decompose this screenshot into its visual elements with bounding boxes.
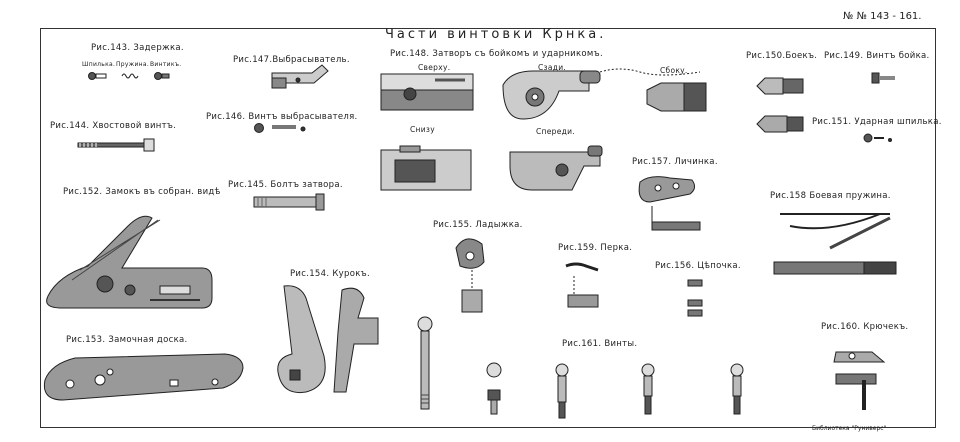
caption-fig155: Рис.155. Ладыжка.	[433, 220, 523, 230]
caption-fig148-back: Сзади.	[538, 63, 567, 72]
caption-fig159: Рис.159. Перка.	[558, 243, 633, 253]
caption-fig157: Рис.157. Личинка.	[632, 157, 718, 167]
caption-fig152: Рис.152. Замокъ въ собран. видѣ	[63, 187, 221, 197]
screw-4-drawing	[641, 363, 655, 415]
tumbler-drawing	[455, 238, 485, 313]
caption-fig143-pin: Шпилька.	[82, 61, 116, 68]
hammer-drawing	[277, 285, 379, 394]
tail-screw-drawing	[77, 138, 155, 152]
breech-plug-drawing	[638, 176, 701, 231]
screw-2-drawing	[486, 362, 502, 415]
caption-fig151: Рис.151. Ударная шпилька.	[812, 117, 942, 127]
detent-spring-drawing	[121, 73, 139, 79]
caption-fig148-bottom: Снизу	[410, 125, 435, 134]
caption-fig161: Рис.161. Винты.	[562, 339, 638, 349]
extractor-screw-drawing	[254, 123, 306, 133]
caption-fig144: Рис.144. Хвостовой винтъ.	[50, 121, 177, 131]
caption-fig160: Рис.160. Крючекъ.	[821, 322, 909, 332]
caption-fig156: Рис.156. Цѣпочка.	[655, 261, 741, 271]
caption-fig150: Рис.150.Боекъ.	[746, 51, 818, 61]
breech-top-view-drawing	[380, 73, 474, 111]
caption-fig143-spring: Пружина.	[116, 61, 150, 68]
caption-fig149: Рис.149. Винтъ бойка.	[824, 51, 930, 61]
caption-fig148-top: Сверху.	[418, 63, 451, 72]
caption-fig143-screw: Винтикъ.	[150, 61, 182, 68]
firing-pin-screw-drawing	[871, 72, 895, 84]
caption-fig148-front: Спереди.	[536, 127, 575, 136]
extractor-drawing	[271, 64, 329, 89]
breech-front-view-drawing	[509, 145, 603, 191]
mainspring-drawing	[773, 213, 897, 275]
caption-fig145: Рис.145. Болтъ затвора.	[228, 180, 343, 190]
breech-bolt-drawing	[253, 193, 325, 211]
caption-fig143: Рис.143. Задержка.	[91, 43, 184, 53]
library-stamp: Библиотека "Руниверс"	[812, 425, 887, 432]
hook-drawing	[833, 351, 886, 410]
screw-3-drawing	[555, 363, 569, 419]
lock-plate-drawing	[43, 353, 244, 401]
screw-1-drawing	[417, 316, 433, 410]
caption-fig147: Рис.147.Выбрасыватель.	[233, 55, 350, 65]
breech-rear-view-drawing	[502, 70, 601, 120]
caption-fig148: Рис.148. Затворъ съ бойкомъ и ударникомъ…	[390, 49, 603, 59]
detent-pin-drawing	[88, 72, 107, 80]
caption-fig153: Рис.153. Замочная доска.	[66, 335, 188, 345]
caption-fig148-side: Сбоку.	[660, 66, 688, 75]
breech-side-view-drawing	[599, 68, 707, 112]
sear-drawing	[565, 262, 599, 308]
breech-bottom-view-drawing	[380, 145, 472, 191]
caption-fig158: Рис.158 Боевая пружина.	[770, 191, 891, 201]
caption-fig154: Рис.154. Курокъ.	[290, 269, 370, 279]
detent-screw-drawing	[154, 72, 170, 80]
lock-assembly-drawing	[46, 215, 213, 309]
plate-number: № № 143 - 161.	[843, 11, 922, 22]
plate-title: Части винтовки Крнка.	[385, 27, 607, 42]
chain-link-drawing	[687, 279, 703, 317]
plate-frame	[40, 28, 936, 428]
striker-pin-drawing	[863, 133, 892, 143]
firing-pin-drawing	[756, 77, 804, 133]
screw-5-drawing	[730, 363, 744, 415]
caption-fig146: Рис.146. Винтъ выбрасывателя.	[206, 112, 358, 122]
